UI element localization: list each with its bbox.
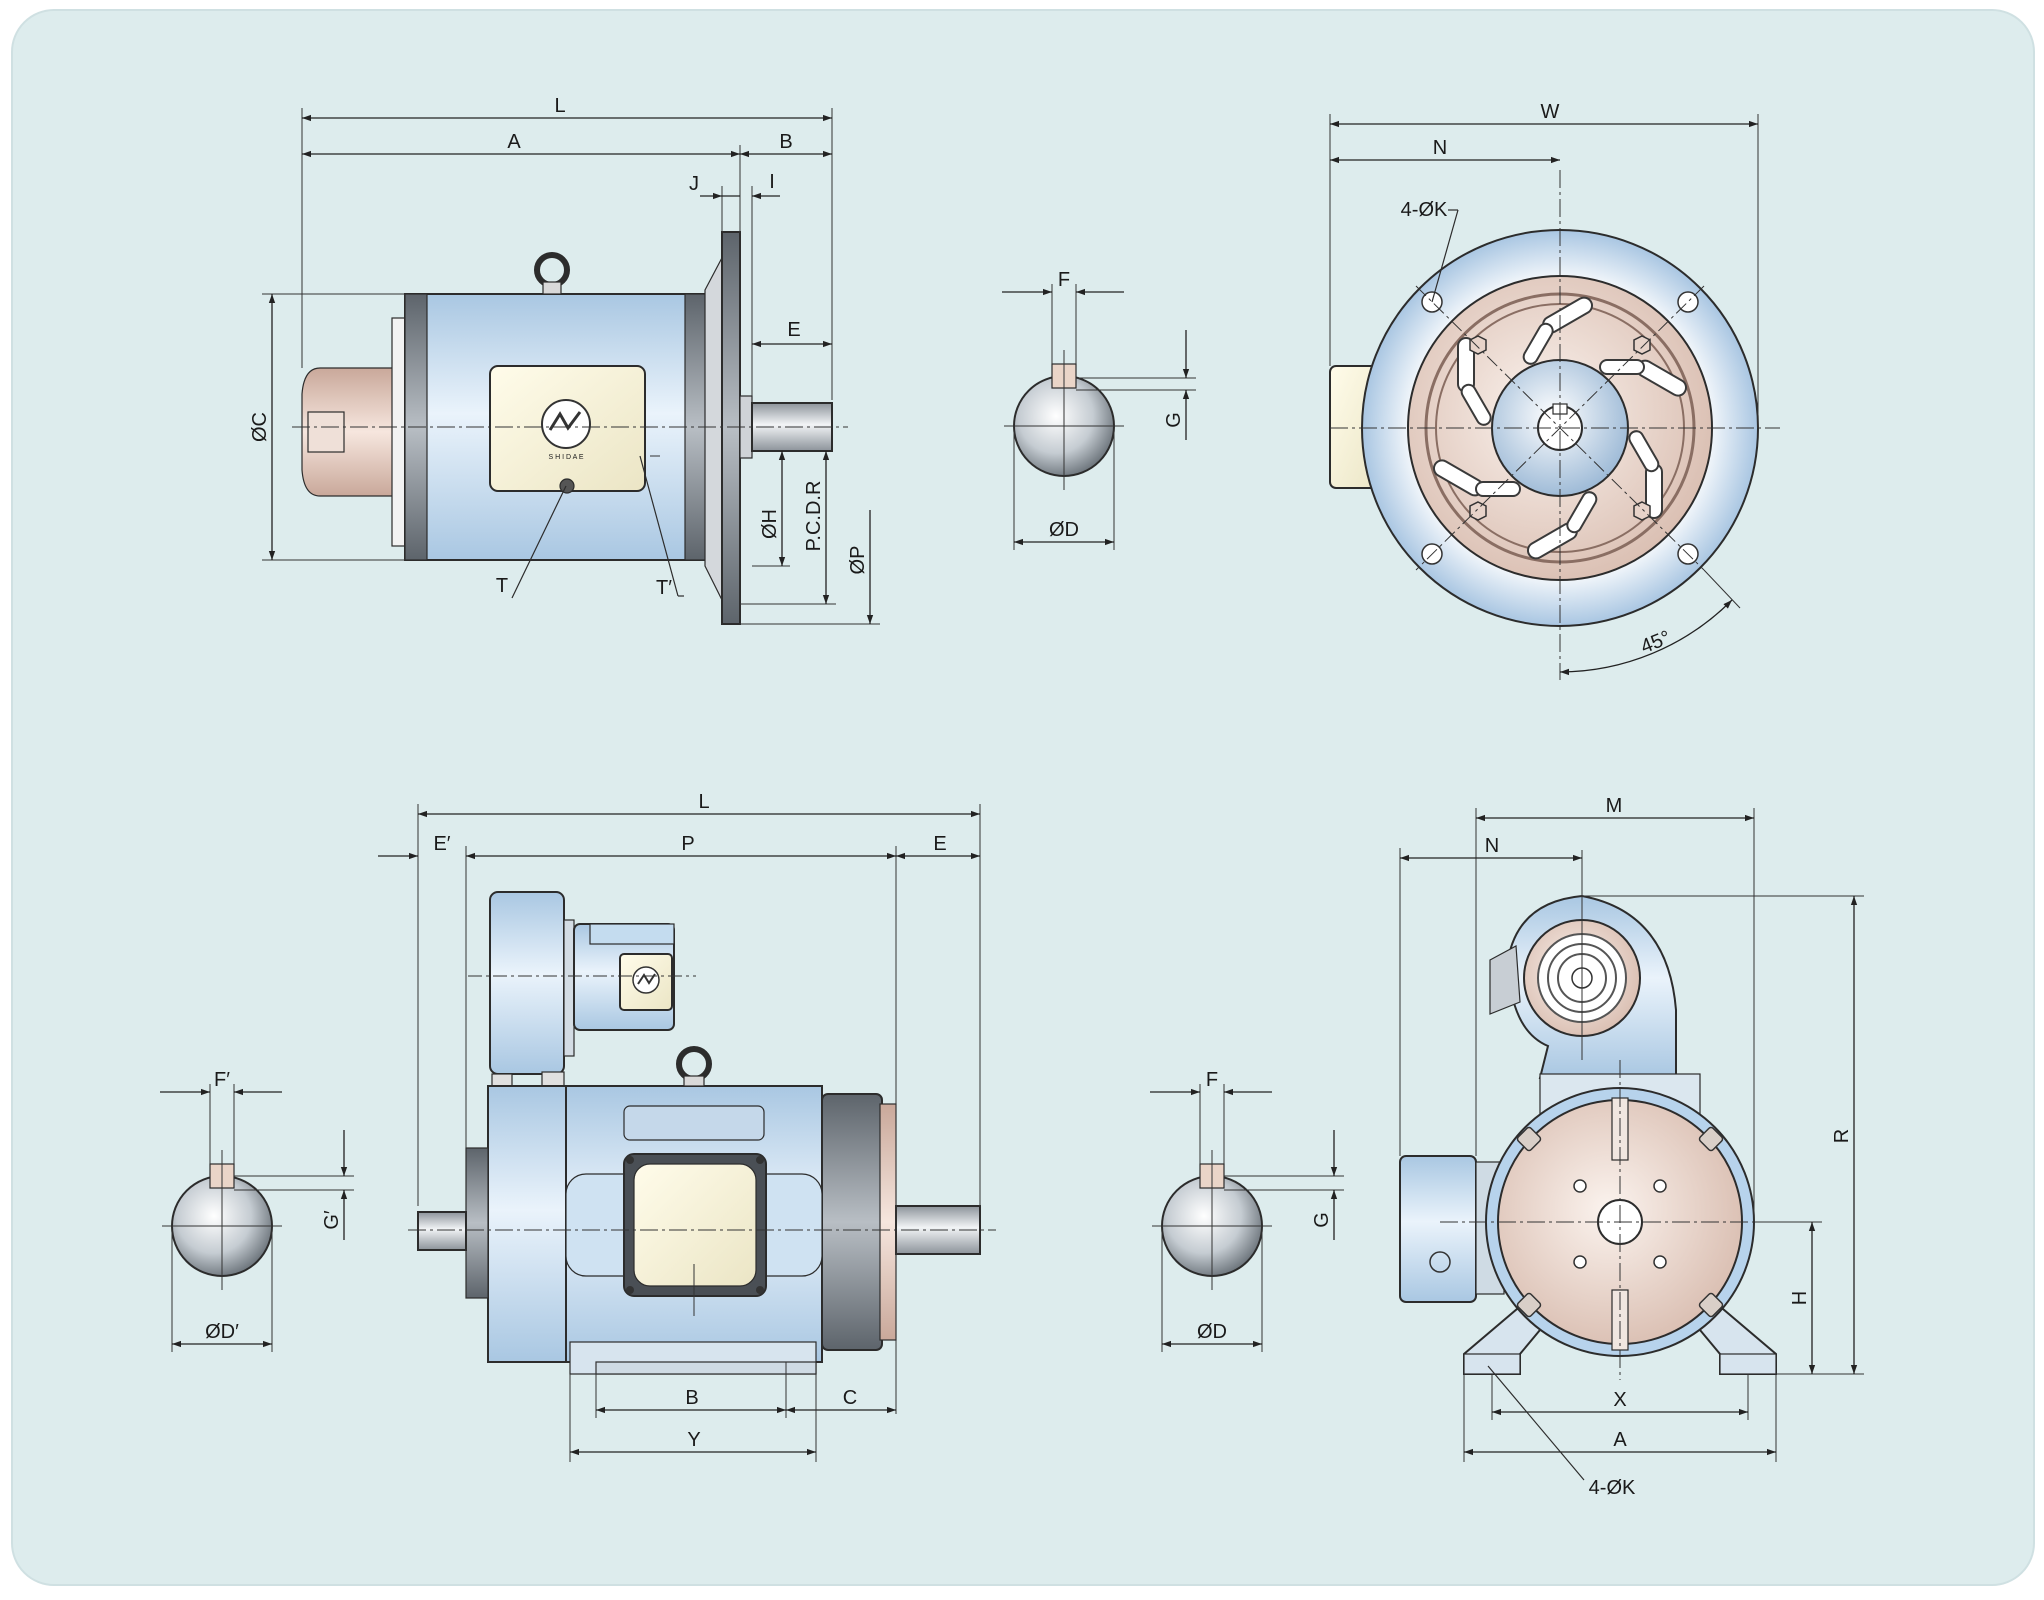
dim-K-foot: 4-ØK [1589,1477,1636,1499]
dim-L-foot: L [698,791,709,813]
dim-I: I [769,171,775,193]
dim-K-top: 4-ØK [1401,199,1448,221]
dim-F-prime: F′ [214,1069,230,1091]
vent-slots [1432,296,1688,560]
dim-N-top: N [1433,137,1447,159]
dim-H: H [1789,1291,1811,1305]
shaft-key-view-top: F G ØD [1002,269,1196,550]
dim-A-foot: A [1613,1429,1627,1451]
dim-E-foot: E [933,833,946,855]
label-T-prime: T′ [656,577,672,599]
side-terminal-box-foot [1399,1155,1477,1303]
name-plate [623,1105,765,1141]
label-T: T [496,575,508,597]
flange-motor-front-view: W N 4-ØK 45° [1329,101,1780,680]
dim-G-prime: G′ [321,1210,343,1230]
cooling-blower [489,891,565,1075]
shaft-key-view-left: F′ G′ ØD′ [160,1069,354,1352]
flange-motor-side-view: S H I D A E L A B J I E [249,95,880,625]
rear-end-cap [301,367,404,497]
dim-G-right: G [1311,1212,1333,1228]
dim-M: M [1606,795,1623,817]
dim-G-top: G [1163,412,1185,428]
dim-PCDR: P.C.D.R [803,481,825,552]
dim-E-prime-foot: E′ [433,833,450,855]
dim-C-foot: C [843,1387,857,1409]
dim-OD-top: ØD [1049,519,1079,541]
dim-OC: ØC [249,412,271,442]
dim-J: J [689,173,699,195]
foot-motor-side-view: L E′ P E B C Y [378,791,996,1462]
dim-P-foot: P [681,833,694,855]
dim-N-foot: N [1485,835,1499,857]
dim-OH: ØH [759,509,781,539]
dim-OP: ØP [847,546,869,575]
dim-OD-right: ØD [1197,1321,1227,1343]
logo-text: S H I D A E [548,454,583,461]
dim-F-right: F [1206,1069,1218,1091]
dim-X: X [1613,1389,1626,1411]
dim-OD-prime: ØD′ [205,1321,239,1343]
dim-L: L [554,95,565,117]
shaft-key-view-right: F G ØD [1150,1069,1344,1352]
rear-shaft [417,1211,467,1251]
dim-F-top: F [1058,269,1070,291]
foot-motor-front-view: M N R H X A 4-ØK [1399,795,1864,1499]
dim-A: A [507,131,521,153]
dim-Y-foot: Y [687,1429,700,1451]
dim-R: R [1831,1129,1853,1143]
dim-E: E [787,319,800,341]
dim-B-foot: B [685,1387,698,1409]
dim-W: W [1541,101,1560,123]
dim-B: B [779,131,792,153]
